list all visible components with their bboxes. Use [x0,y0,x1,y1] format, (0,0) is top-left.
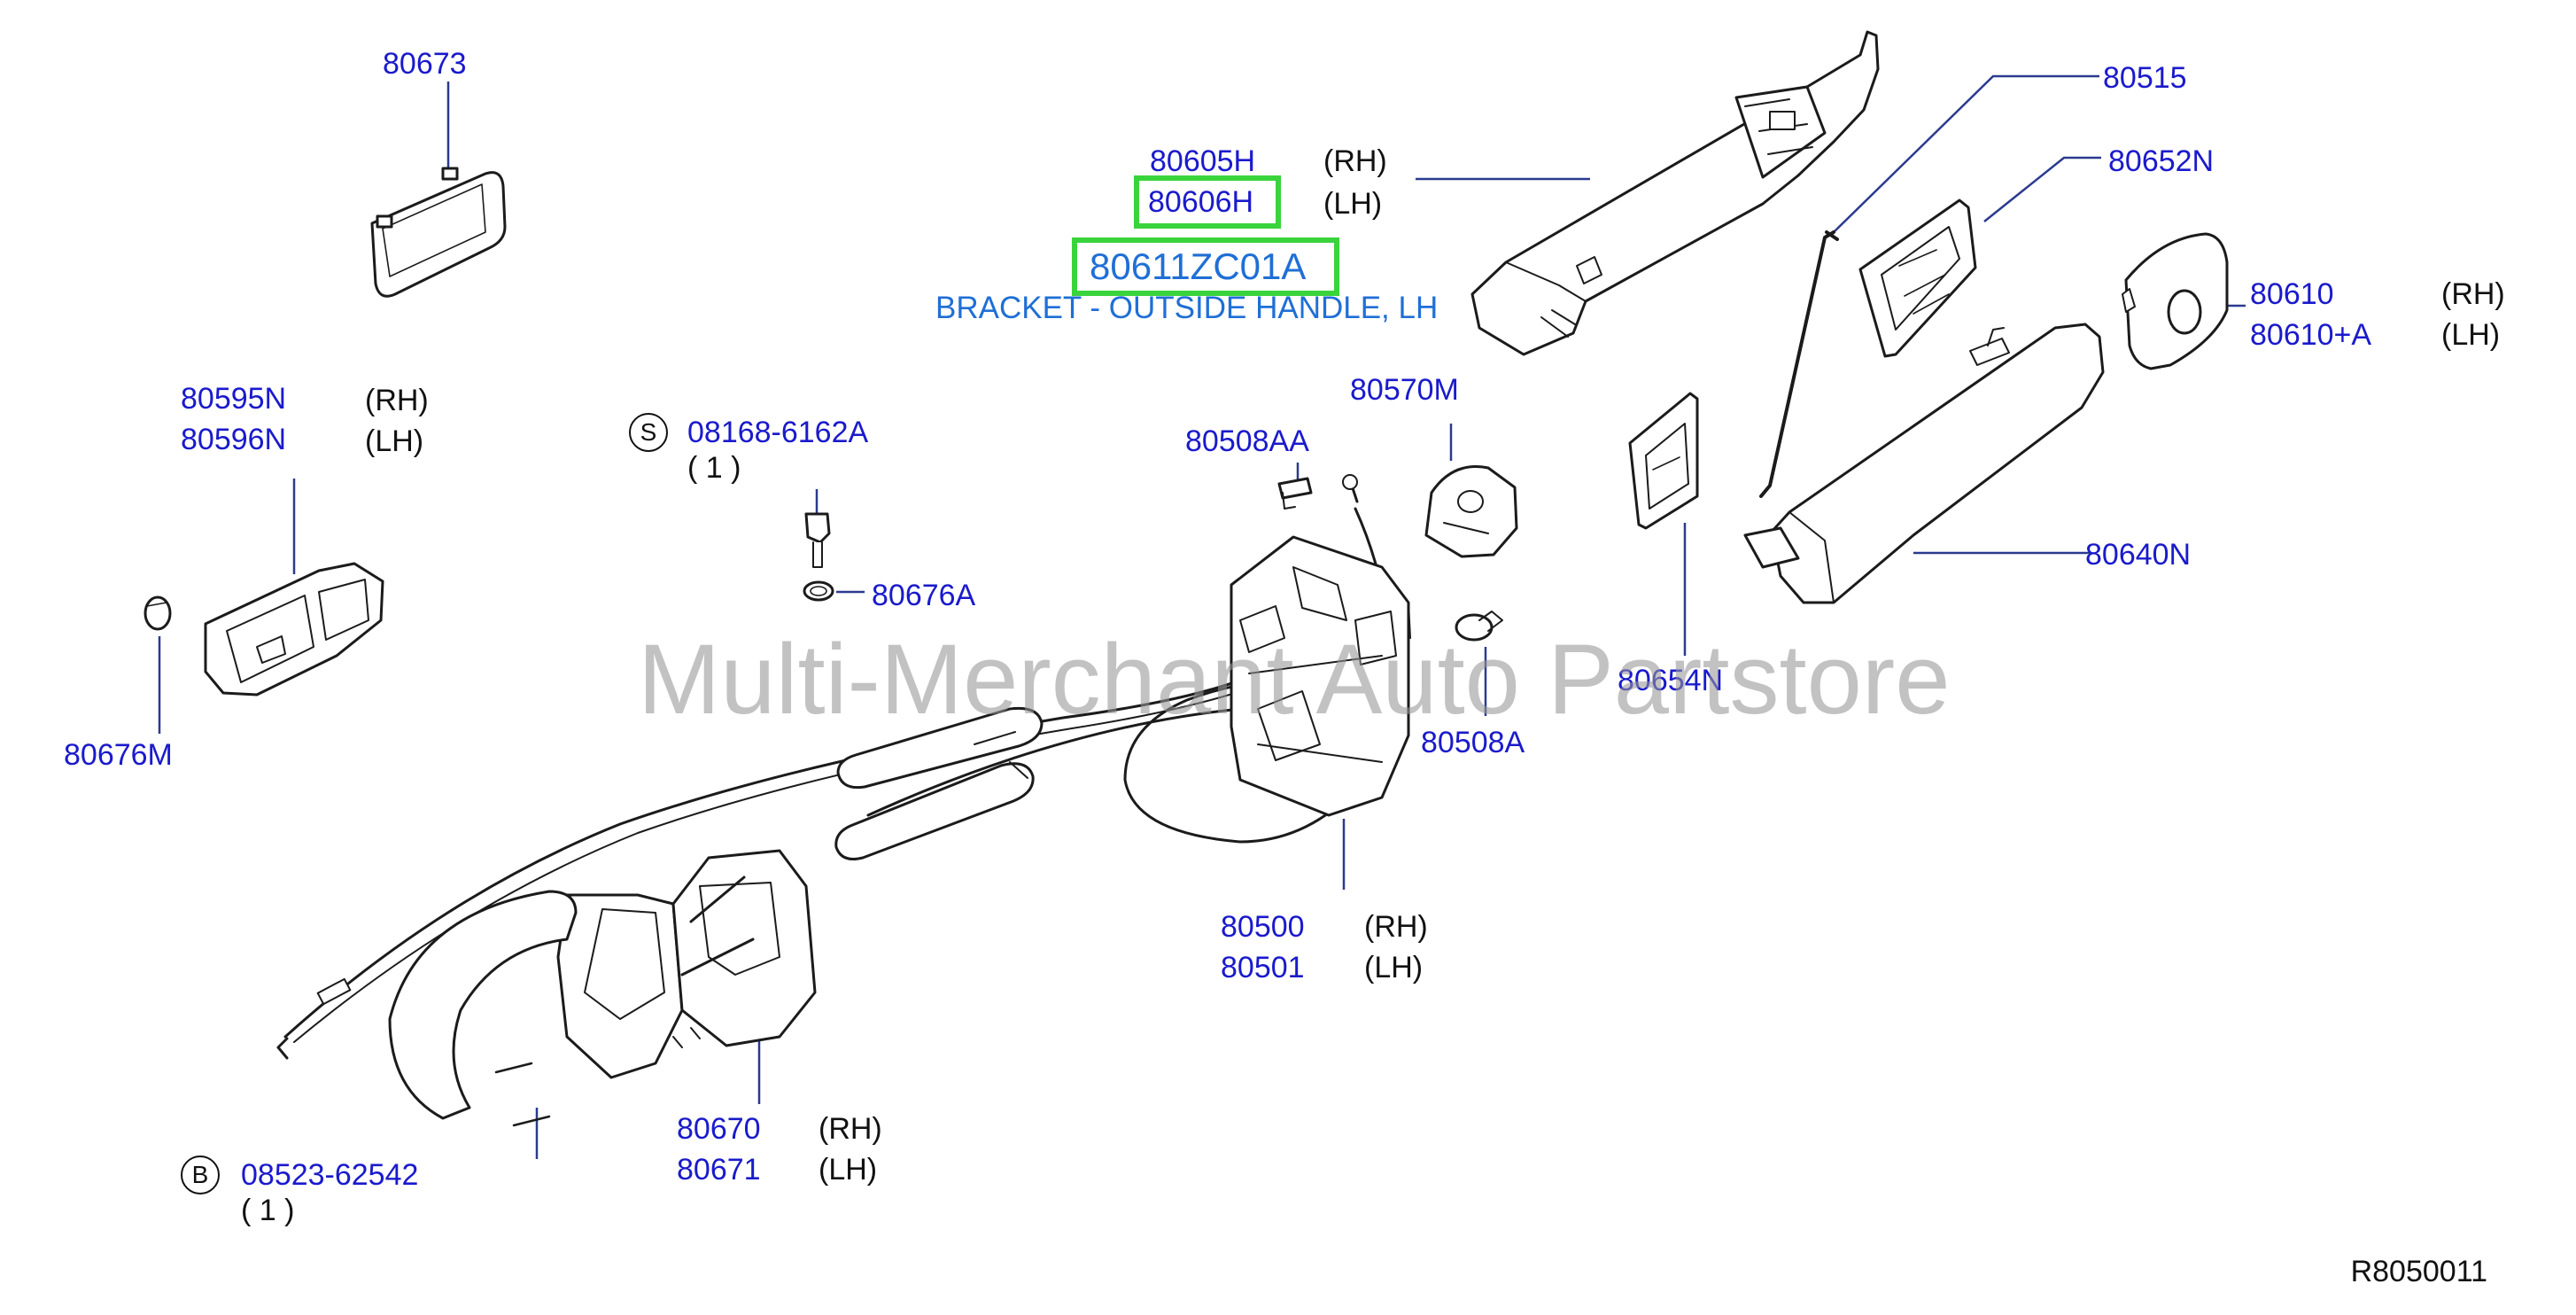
part-80508a-label[interactable]: 80508A [1421,726,1525,759]
part-80640n-label[interactable]: 80640N [2085,538,2192,572]
part-80606h-label[interactable]: 80606H [1148,185,1254,219]
part-80570m-label[interactable]: 80570M [1350,373,1459,407]
part-80652n-label[interactable]: 80652N [2108,144,2215,178]
part-80595n-side: (RH) [365,384,429,417]
part-80671-side: (LH) [819,1153,878,1187]
part-80501-label[interactable]: 80501 [1221,951,1305,984]
plug-80676m-drawing [144,595,172,631]
rear-lock-80670-drawing [388,849,817,1127]
part-80610-label[interactable]: 80610 [2250,277,2334,311]
part-80670-side: (RH) [819,1112,882,1146]
part-80611zc01a-label[interactable]: 80611ZC01A [1090,245,1307,287]
inside-handle-80595n-drawing [204,562,384,696]
door-lock-80500-drawing [1230,535,1411,817]
cap-80673-drawing [370,167,507,298]
part-80610a-label[interactable]: 80610+A [2250,318,2372,352]
part-80500-label[interactable]: 80500 [1221,910,1305,944]
part-80596n-label[interactable]: 80596N [181,423,287,456]
bolt-80508aa-drawing [1277,477,1313,510]
s-marker: S [629,413,668,452]
leader-80652n [1983,156,2101,222]
part-80605h-side: (RH) [1323,144,1387,178]
part-80611zc01a-description: BRACKET - OUTSIDE HANDLE, LH [935,291,1439,325]
part-80596n-side: (LH) [365,424,424,458]
highlight-80606h [1134,175,1281,229]
part-08168-qty: ( 1 ) [687,451,741,485]
outside-handle-80640n-drawing [1743,323,2105,604]
leader-80515 [1833,74,2099,233]
part-80595n-label[interactable]: 80595N [181,382,287,416]
cap-80610-drawing [2122,232,2229,370]
b-marker: B [181,1155,220,1194]
striker-80570m-drawing [1424,465,1518,558]
part-08523-qty: ( 1 ) [241,1194,295,1227]
part-80673-label[interactable]: 80673 [383,47,467,81]
part-80676a-label[interactable]: 80676A [872,579,976,612]
leader-lines [158,74,2246,1159]
bolt-80508a-drawing [1455,611,1503,642]
part-drawings [144,30,2229,1127]
part-80670-label[interactable]: 80670 [677,1112,761,1146]
part-80606h-side: (LH) [1323,187,1383,221]
part-80501-side: (LH) [1364,951,1424,984]
part-80508aa-label[interactable]: 80508AA [1185,424,1309,458]
part-80610a-side: (LH) [2441,318,2501,352]
bolt-08168-drawing [803,512,834,602]
watermark: Multi-Merchant Auto Partstore [638,624,1951,735]
part-80676m-label[interactable]: 80676M [64,738,173,772]
part-80671-label[interactable]: 80671 [677,1153,761,1187]
gasket-80652n-drawing [1858,198,1977,358]
rod-80515-drawing [1759,230,1839,498]
part-80515-label[interactable]: 80515 [2103,61,2187,95]
part-80500-side: (RH) [1364,910,1428,944]
part-80610-side: (RH) [2441,277,2505,311]
part-08523-label[interactable]: 08523-62542 [241,1158,419,1192]
part-80654n-label[interactable]: 80654N [1618,664,1724,697]
outer-handle-frame-drawing [1470,30,1880,356]
diagram-reference: R8050011 [2350,1255,2487,1288]
part-08168-label[interactable]: 08168-6162A [687,416,869,449]
part-80605h-label[interactable]: 80605H [1150,144,1256,178]
gasket-80654n-drawing [1628,392,1699,530]
highlight-80611zc01a [1072,237,1339,296]
